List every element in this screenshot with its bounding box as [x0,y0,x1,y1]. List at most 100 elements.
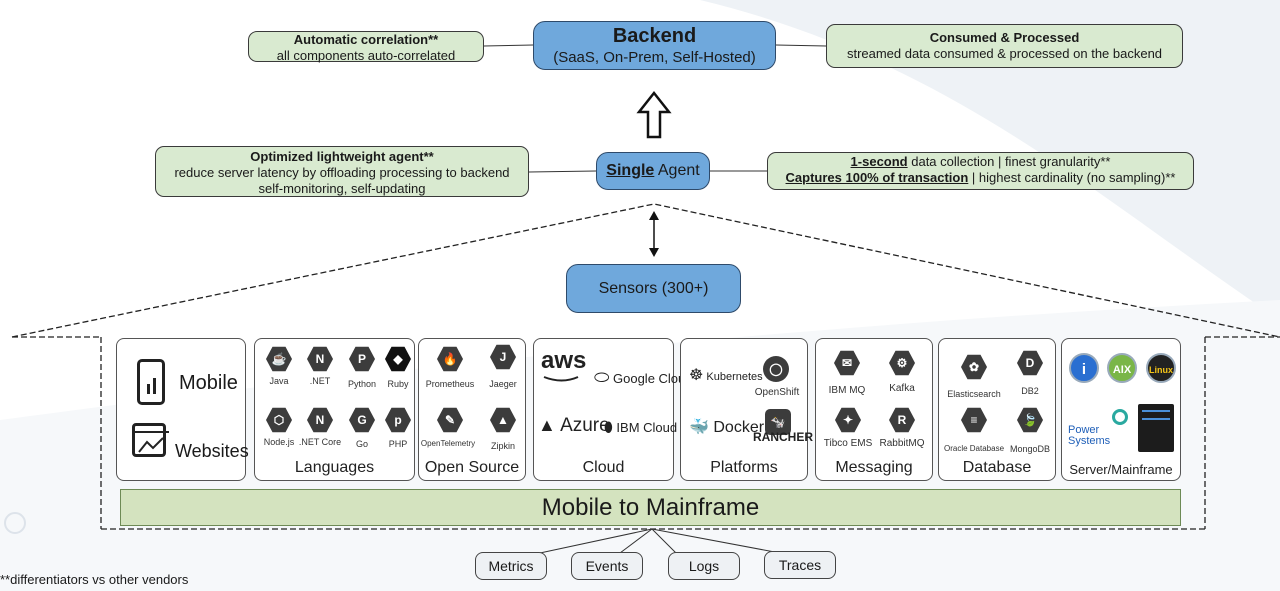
granularity-rest1: data collection | finest granularity** [907,154,1111,169]
ibm-mq-icon: ✉ [834,350,860,376]
opensource-item: Zipkin [490,441,515,451]
single-agent-box: Single Agent [596,152,710,190]
single-agent-word1: Single [606,162,655,179]
panel-database: ✿ Elasticsearch D DB2 ≡ Oracle Database … [938,338,1056,481]
panel-server-mainframe: i AIX Linux Power Systems Server/Mainfra… [1061,338,1181,481]
linux-label: Linux [1149,365,1173,375]
granularity-bold2: Captures 100% of transaction [785,170,969,185]
consumed-title: Consumed & Processed [929,30,1080,45]
rabbitmq-icon: R [889,407,915,433]
optimized-line1: reduce server latency by offloading proc… [174,165,510,180]
panel-mobile: Mobile Websites [116,338,249,481]
banner-label: Mobile to Mainframe [541,494,760,521]
docker-logo: 🐳 Docker [689,419,765,436]
aix-icon: AIX [1107,353,1137,383]
language-item: Go [355,439,368,449]
up-arrow-icon [636,90,672,139]
database-label: Database [962,459,1032,476]
rancher-icon: 🐄 [765,409,791,435]
consumed-box: Consumed & Processed streamed data consu… [826,24,1183,68]
auto-correlation-text: all components auto-correlated [276,48,456,63]
jaeger-icon: J [490,344,516,370]
messaging-label: Messaging [835,459,913,476]
metrics-pill: Metrics [475,552,547,580]
panel-languages: ☕ Java N .NET P Python ◆ Ruby ⬡ Node.js … [254,338,415,481]
backend-box: Backend (SaaS, On-Prem, Self-Hosted) [533,21,776,70]
mobile-label: Mobile [179,372,238,394]
google-cloud-label: Google Cloud [613,371,693,386]
power-ring-icon [1112,409,1128,425]
panel-cloud: aws ⬭ Google Cloud ▲ Azure ⬮ IBM Cloud C… [533,338,693,481]
database-item: Elasticsearch [947,389,1001,399]
sensors-label: Sensors (300+) [598,280,709,297]
language-item: .NET [309,376,331,386]
ibm-cloud-label: IBM Cloud [616,420,678,435]
java-icon: ☕ [266,346,292,372]
database-item: MongoDB [1009,444,1051,454]
google-cloud-logo: ⬭ Google Cloud [594,367,693,387]
panel-platforms: ☸ Kubernetes ◯ OpenShift 🐳 Docker 🐄 RANC… [680,338,813,481]
auto-correlation-box: Automatic correlation** all components a… [248,31,484,63]
single-agent-word2: Agent [657,162,700,179]
language-item: Ruby [387,379,409,389]
openshift-label: OpenShift [754,387,800,398]
messaging-item: Tibco EMS [823,438,873,449]
mainframe-server-icon [1138,404,1174,452]
zipkin-icon: ▲ [490,407,516,433]
rancher-label: RANCHER [753,430,813,444]
events-pill: Events [571,552,643,580]
cloud-label: Cloud [582,459,625,476]
go-icon: G [349,407,375,433]
aix-label: AIX [1112,364,1132,376]
opensource-item: Jaeger [489,379,517,389]
azure-logo: ▲ Azure [538,415,610,436]
dotnet-core-icon: N [307,407,333,433]
language-item: .NET Core [298,437,342,447]
nodejs-icon: ⬡ [266,407,292,433]
db2-icon: D [1017,350,1043,376]
ibm-i-icon: i [1069,353,1099,383]
opensource-label: Open Source [424,459,520,476]
backend-subtitle: (SaaS, On-Prem, Self-Hosted) [553,49,756,66]
database-item: Oracle Database [943,444,1005,453]
languages-label: Languages [294,459,375,476]
ibm-cloud-logo: ⬮ IBM Cloud [604,419,678,435]
kafka-icon: ⚙ [889,350,915,376]
linux-icon: Linux [1146,353,1176,383]
optimized-box: Optimized lightweight agent** reduce ser… [155,146,529,197]
aws-logo: aws [541,347,587,374]
kubernetes-label: Kubernetes [706,371,763,383]
elasticsearch-icon: ✿ [961,354,987,380]
platforms-label: Platforms [710,459,778,476]
sensors-box: Sensors (300+) [566,264,741,313]
language-item: Python [347,379,377,389]
tibco-ems-icon: ✦ [835,407,861,433]
power-systems-logo: Power Systems [1068,425,1110,447]
website-icon [132,423,169,457]
oracle-database-icon: ≡ [961,407,987,433]
mobile-phone-icon [137,359,165,405]
messaging-item: RabbitMQ [879,438,925,449]
php-icon: p [385,407,411,433]
messaging-item: IBM MQ [828,385,866,396]
power-label: Power [1068,424,1100,436]
backend-title: Backend [612,25,697,47]
granularity-bold1: 1-second [850,154,908,169]
server-label: Server/Mainframe [1069,462,1173,477]
aws-smile-icon [543,376,579,382]
language-item: Node.js [263,437,295,447]
messaging-item: Kafka [889,383,915,394]
panel-open-source: 🔥 Prometheus J Jaeger ✎ OpenTelemetry ▲ … [418,338,526,481]
openshift-icon: ◯ [763,356,789,382]
prometheus-icon: 🔥 [437,346,463,372]
azure-label: Azure [560,415,610,436]
consumed-text: streamed data consumed & processed on th… [846,46,1163,61]
dotnet-icon: N [307,346,333,372]
database-item: DB2 [1021,386,1039,396]
systems-label: Systems [1068,435,1111,447]
mongodb-icon: 🍃 [1017,407,1043,433]
auto-correlation-title: Automatic correlation** [293,32,439,47]
language-item: Java [269,376,289,386]
opensource-item: OpenTelemetry [420,439,476,448]
